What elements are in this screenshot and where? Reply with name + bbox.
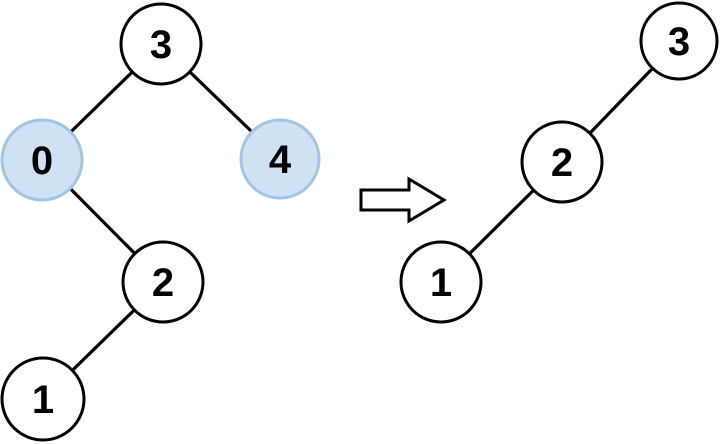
tree-node[interactable]: 2: [520, 120, 604, 204]
tree-edge: [68, 70, 135, 134]
after-tree-edges: [467, 66, 655, 256]
tree-edge: [187, 69, 254, 134]
node-circle[interactable]: [119, 2, 203, 86]
tree-node[interactable]: 0: [0, 118, 84, 202]
node-value-label: 3: [150, 23, 172, 67]
node-value-label: 1: [430, 261, 452, 305]
tree-node[interactable]: 4: [239, 118, 321, 200]
node-value-label: 4: [269, 138, 292, 182]
node-value-label: 2: [152, 261, 174, 305]
right-arrow-icon: [359, 176, 447, 224]
before-tree-nodes: 3 0 4 2 1: [0, 2, 321, 442]
after-tree-nodes: 3 2 1: [399, 1, 719, 324]
node-circle[interactable]: [399, 240, 483, 324]
tree-node[interactable]: 2: [121, 240, 205, 324]
node-circle-highlighted[interactable]: [239, 118, 321, 200]
node-circle[interactable]: [639, 1, 719, 81]
tree-node[interactable]: 3: [119, 2, 203, 86]
node-circle[interactable]: [520, 120, 604, 204]
transforms-to-arrow: [359, 176, 447, 224]
node-circle-highlighted[interactable]: [0, 118, 84, 202]
tree-edge: [70, 308, 137, 373]
node-value-label: 0: [31, 139, 53, 183]
tree-edge: [467, 188, 536, 256]
tree-node[interactable]: 3: [639, 1, 719, 81]
tree-node[interactable]: 1: [399, 240, 483, 324]
before-tree: 3 0 4 2 1: [0, 2, 321, 442]
node-circle[interactable]: [0, 356, 86, 442]
tree-edge: [68, 186, 137, 256]
tree-node[interactable]: 1: [0, 356, 86, 442]
node-value-label: 1: [32, 378, 54, 422]
before-tree-edges: [68, 69, 254, 373]
after-tree: 3 2 1: [399, 1, 719, 324]
tree-edge: [587, 66, 655, 136]
node-value-label: 3: [668, 20, 690, 64]
node-value-label: 2: [551, 141, 573, 185]
node-circle[interactable]: [121, 240, 205, 324]
